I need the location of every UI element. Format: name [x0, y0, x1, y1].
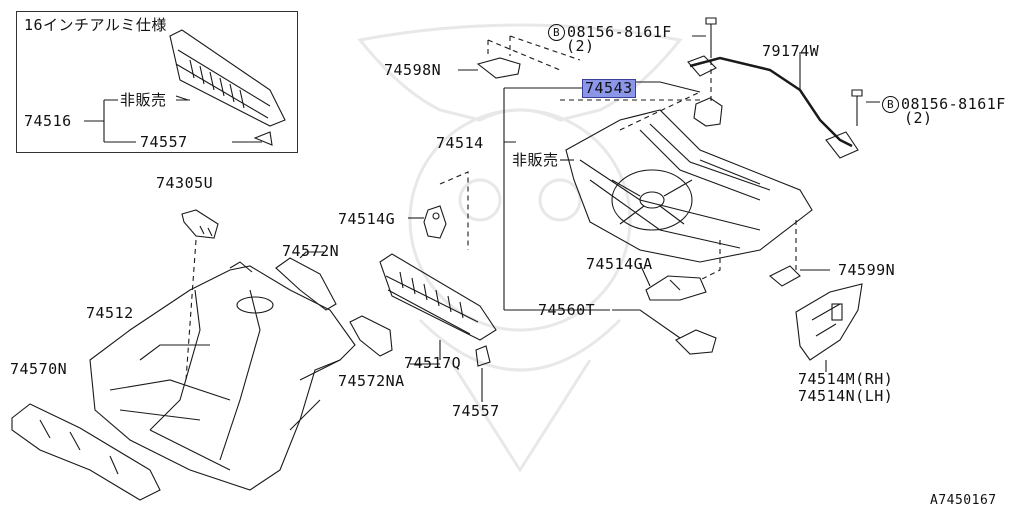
label-74572n[interactable]: 74572N — [282, 242, 340, 260]
label-74543-highlighted[interactable]: 74543 — [582, 79, 636, 98]
label-74512[interactable]: 74512 — [86, 304, 134, 322]
bolt-upper — [705, 17, 717, 58]
side-bracket-74514m-part — [795, 283, 863, 361]
diagram-code: A7450167 — [930, 493, 997, 508]
label-74305u[interactable]: 74305U — [156, 174, 214, 192]
clip-74305u-part — [181, 209, 219, 239]
clip-74543-part — [693, 97, 723, 127]
label-74557[interactable]: 74557 — [452, 402, 500, 420]
label-79174w[interactable]: 79174W — [762, 42, 820, 60]
clip-74557-part — [475, 345, 491, 367]
spare-tire-floor-74514-part — [565, 109, 813, 263]
label-74570n[interactable]: 74570N — [10, 360, 68, 378]
bolt-qty-upper: (2) — [566, 37, 595, 55]
label-74514ga[interactable]: 74514GA — [586, 255, 653, 273]
reinforce-74572n-part — [275, 257, 337, 311]
watermark-emblem — [357, 23, 683, 473]
clip-74514g-part — [423, 205, 447, 239]
panel-74517q-part — [379, 253, 497, 341]
label-74599n[interactable]: 74599N — [838, 261, 896, 279]
inset-not-sold-label: 非販売 — [120, 91, 167, 109]
plate-74599n-part — [769, 265, 801, 287]
bracket-74514ga-part — [645, 275, 707, 301]
bolt-qty-lower: (2) — [904, 109, 933, 127]
bolt-part-number: 08156-8161F — [901, 95, 1006, 113]
inset-part-74557-label: 74557 — [140, 133, 188, 151]
bracket-74598n-part — [476, 57, 521, 79]
bolt-b-icon: B — [882, 96, 899, 113]
label-74517q[interactable]: 74517Q — [404, 354, 462, 372]
label-74514n[interactable]: 74514N(LH) — [798, 387, 894, 405]
rod-79174w-part — [687, 55, 859, 159]
label-74514[interactable]: 74514 — [436, 134, 484, 152]
reinforce-74572na-part — [349, 315, 393, 357]
bolt-part-number: 08156-8161F — [567, 23, 672, 41]
label-74560t[interactable]: 74560T — [538, 301, 596, 319]
label-74598n[interactable]: 74598N — [384, 61, 442, 79]
inset-part-74516-label: 74516 — [24, 112, 72, 130]
bolt-lower — [851, 89, 863, 126]
label-74514m[interactable]: 74514M(RH) — [798, 370, 894, 388]
label-74572na[interactable]: 74572NA — [338, 372, 405, 390]
bolt-b-icon: B — [548, 24, 565, 41]
label-not-sold: 非販売 — [512, 151, 559, 169]
bracket-74560t-part — [675, 329, 717, 355]
rear-floor-74512-part — [89, 261, 356, 491]
bracket-74570n-part — [11, 403, 161, 501]
inset-box — [16, 11, 298, 153]
inset-title: 16インチアルミ仕様 — [24, 16, 167, 34]
label-74514g[interactable]: 74514G — [338, 210, 396, 228]
inset-panel-part — [169, 29, 286, 146]
